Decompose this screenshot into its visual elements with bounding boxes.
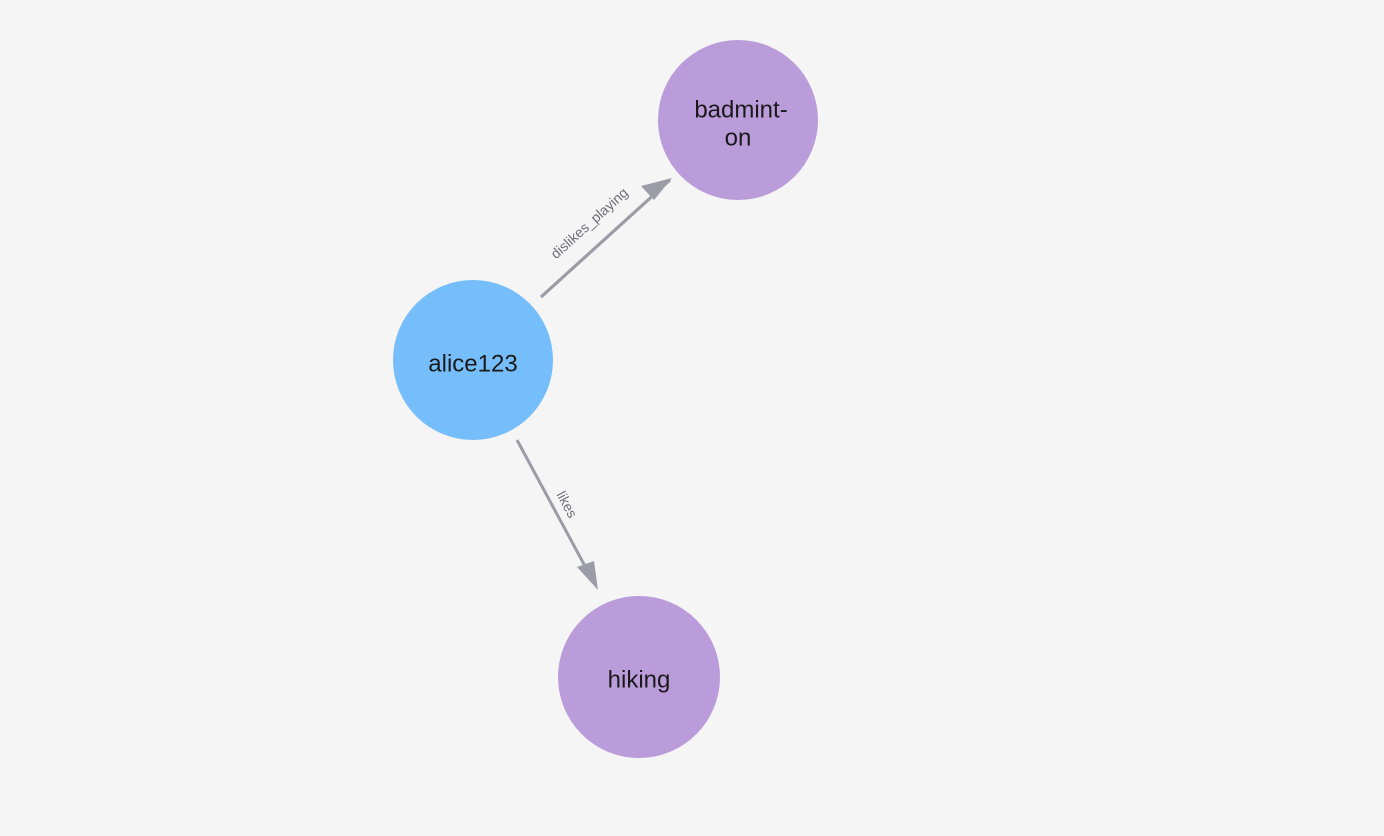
- node-circle-alice123[interactable]: [393, 280, 553, 440]
- edge-label-dislikes-playing: dislikes_playing: [547, 184, 631, 262]
- node-circle-hiking[interactable]: [558, 596, 720, 758]
- edge-alice123-hiking[interactable]: likes: [515, 439, 598, 590]
- node-alice123[interactable]: alice123: [393, 280, 553, 440]
- node-circle-badminton[interactable]: [658, 40, 818, 200]
- edge-line-segment: [539, 190, 659, 299]
- edge-arrowhead: [641, 178, 672, 200]
- edge-line[interactable]: [515, 439, 588, 569]
- node-hiking[interactable]: hiking: [558, 596, 720, 758]
- node-badminton[interactable]: badmint- on: [658, 40, 818, 200]
- nodes-layer: badmint- on alice123 hiking: [393, 40, 818, 758]
- edge-arrowhead: [577, 561, 598, 590]
- edge-alice123-badminton[interactable]: dislikes_playing: [539, 178, 672, 299]
